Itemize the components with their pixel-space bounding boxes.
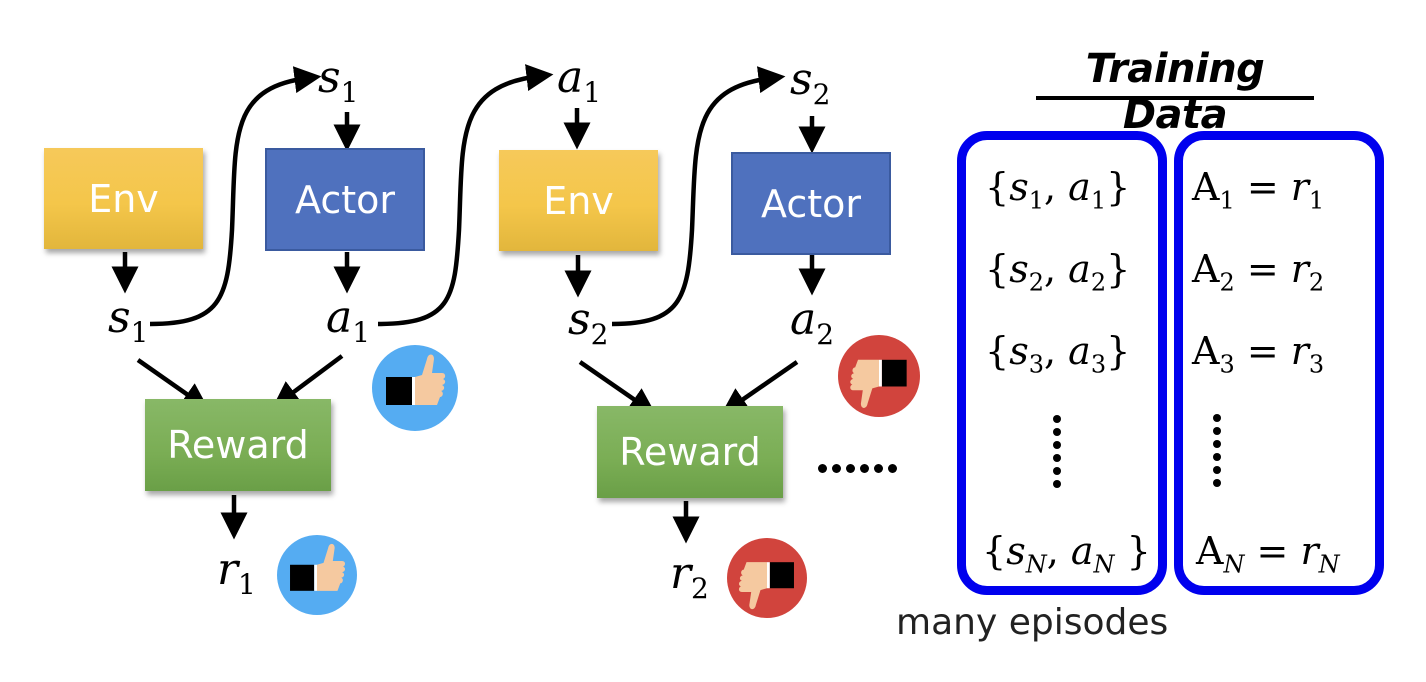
reward-box-1: Reward (145, 399, 331, 491)
env-label-2: Env (543, 178, 614, 223)
arrow-a1-to-env2-input (377, 64, 554, 327)
title-underline (1036, 96, 1314, 100)
thumbs-up-icon (277, 535, 357, 615)
pair-row: {s1, a1} (985, 165, 1131, 215)
env-box-2: Env (499, 150, 658, 251)
actor-label-2: Actor (761, 181, 861, 226)
arrow-s2-to-reward2 (578, 360, 657, 415)
pair-row: {sN, aN } (982, 529, 1151, 579)
state-s1-top: s1 (318, 52, 359, 109)
advantage-row: A2 = r2 (1192, 247, 1325, 297)
vertical-ellipsis (1213, 414, 1221, 492)
reward-box-2: Reward (597, 406, 783, 498)
vertical-ellipsis (1053, 415, 1061, 493)
reward-r1: r1 (217, 544, 256, 601)
advantage-row: A3 = r3 (1192, 329, 1325, 379)
pair-row: {s3, a3} (985, 329, 1131, 379)
caption-many-episodes: many episodes (896, 602, 1169, 643)
state-action-panel (957, 131, 1167, 595)
action-a1: a1 (326, 292, 371, 349)
pair-row: {s2, a2} (985, 247, 1131, 297)
env-box-1: Env (44, 148, 203, 249)
arrow-a2-to-reward2 (720, 360, 799, 415)
state-s2-top: s2 (790, 54, 831, 111)
advantage-row: AN = rN (1196, 529, 1340, 579)
reward-label-2: Reward (619, 430, 761, 474)
continuation-ellipsis (818, 464, 897, 473)
thumbs-down-icon (727, 538, 807, 618)
actor-box-1: Actor (265, 148, 425, 251)
thumbs-up-icon (372, 345, 458, 431)
arrow-s1-to-reward1 (136, 358, 210, 410)
advantage-panel (1174, 131, 1384, 595)
actor-box-2: Actor (731, 152, 891, 255)
state-s1: s1 (108, 292, 149, 349)
advantage-row: A1 = r1 (1192, 165, 1325, 215)
training-data-title: Training Data (1085, 46, 1265, 138)
arrow-a1-to-reward1 (272, 354, 344, 409)
thumbs-down-icon (838, 335, 920, 417)
env-label-1: Env (88, 176, 159, 221)
arrow-s2-to-actor2-input (611, 66, 786, 327)
actor-label-1: Actor (295, 177, 395, 222)
reward-label-1: Reward (167, 423, 309, 467)
arrow-s1-to-actor-input (149, 66, 322, 327)
action-a1-top: a1 (557, 52, 602, 109)
state-s2: s2 (568, 294, 609, 351)
action-a2: a2 (790, 294, 835, 351)
reward-r2: r2 (670, 548, 709, 605)
